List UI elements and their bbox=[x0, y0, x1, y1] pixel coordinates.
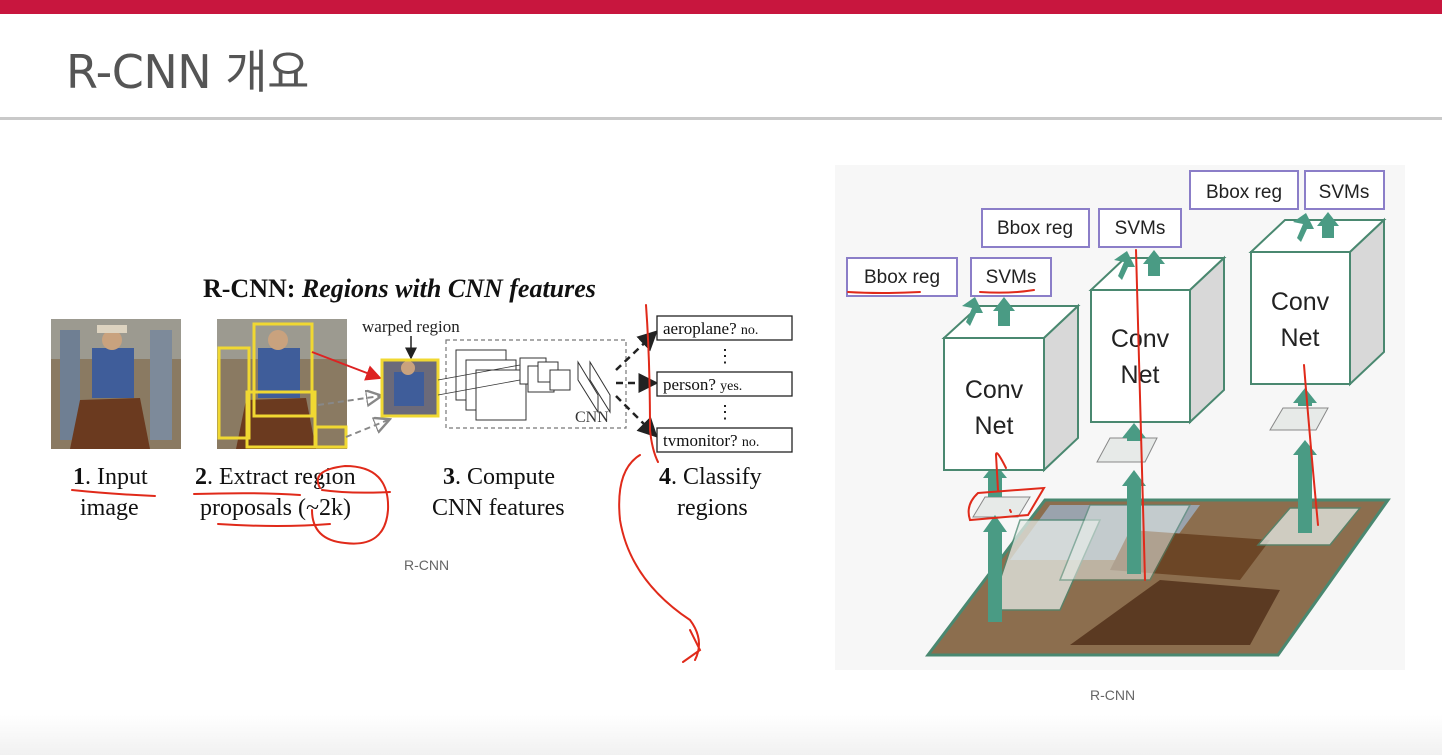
header-accent-bar bbox=[0, 0, 1442, 14]
figure-heading: R-CNN: Regions with CNN features bbox=[203, 274, 596, 303]
step-1-line2: image bbox=[80, 495, 139, 521]
right-figure-caption: R-CNN bbox=[1090, 687, 1135, 703]
convnet-1-label-line2: Net bbox=[975, 412, 1014, 440]
convnet-3-label-line1: Conv bbox=[1271, 288, 1330, 316]
step-3-line2: CNN features bbox=[432, 495, 565, 521]
bbox-reg-label-2: Bbox reg bbox=[997, 218, 1073, 239]
cnn-label: CNN bbox=[575, 409, 609, 426]
left-figure-caption: R-CNN bbox=[404, 557, 449, 573]
svms-box-3 bbox=[1304, 170, 1385, 210]
bbox-reg-label-1: Bbox reg bbox=[864, 267, 940, 288]
slide-title: R-CNN 개요 bbox=[66, 45, 309, 99]
svms-box-1 bbox=[970, 257, 1052, 297]
ellipsis-1: ⋮ bbox=[716, 346, 734, 366]
title-area: R-CNN 개요 bbox=[0, 14, 1442, 118]
svms-label-2: SVMs bbox=[1115, 218, 1166, 239]
svms-label-1: SVMs bbox=[986, 267, 1037, 288]
convnet-1-label-line1: Conv bbox=[965, 376, 1024, 404]
convnet-2-label-line1: Conv bbox=[1111, 325, 1170, 353]
step-2-line2: proposals (~2k) bbox=[200, 495, 351, 521]
output-box-person: person? yes. bbox=[656, 371, 793, 397]
input-image bbox=[51, 319, 181, 449]
region-patch-1 bbox=[972, 496, 1031, 518]
region-patch-3 bbox=[1269, 407, 1329, 431]
svms-box-2 bbox=[1098, 208, 1182, 248]
handwritten-annotations-right bbox=[847, 249, 1319, 581]
bottom-shade bbox=[0, 715, 1442, 755]
step-4-line2: regions bbox=[677, 495, 748, 521]
svms-label-3: SVMs bbox=[1319, 182, 1370, 203]
output-box-tvmonitor: tvmonitor? no. bbox=[656, 427, 793, 453]
convnet-cube-1: Conv Net bbox=[941, 303, 1081, 473]
head-arrows bbox=[962, 212, 1339, 326]
convnet-3-label-line2: Net bbox=[1281, 324, 1320, 352]
title-divider bbox=[0, 117, 1442, 120]
output-box-aeroplane: aeroplane? no. bbox=[656, 315, 793, 341]
convnet-cube-2: Conv Net bbox=[1088, 255, 1227, 425]
bbox-reg-box-2 bbox=[981, 208, 1090, 248]
ellipsis-2: ⋮ bbox=[716, 402, 734, 422]
handwritten-annotations-left bbox=[71, 304, 702, 663]
bbox-reg-label-3: Bbox reg bbox=[1206, 182, 1282, 203]
step-4-line1: 4. Classify bbox=[659, 464, 762, 490]
bbox-reg-box-1 bbox=[846, 257, 958, 297]
step-1-line1: 1. Input bbox=[73, 464, 148, 490]
base-image bbox=[924, 498, 1391, 657]
svg-text:aeroplane? no.: aeroplane? no. bbox=[663, 319, 758, 338]
convnet-cube-3: Conv Net bbox=[1248, 217, 1387, 387]
svg-text:person? yes.: person? yes. bbox=[663, 375, 742, 394]
step-3-line1: 3. Compute bbox=[443, 464, 555, 490]
bbox-reg-box-3 bbox=[1189, 170, 1299, 210]
svg-text:tvmonitor? no.: tvmonitor? no. bbox=[663, 431, 759, 450]
proposals-image bbox=[217, 319, 348, 449]
warped-region-label: warped region bbox=[362, 317, 460, 336]
warped-region-image bbox=[380, 358, 440, 418]
cnn-schematic: CNN bbox=[437, 339, 627, 429]
